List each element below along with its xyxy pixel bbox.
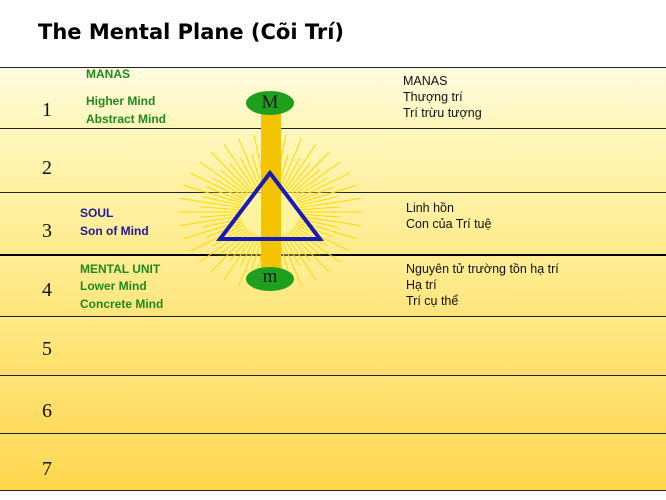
radiance-ray: [297, 186, 334, 202]
upper-oval-letter: M: [261, 92, 279, 113]
level-band-6: [0, 375, 666, 434]
radiance-ray: [295, 224, 350, 252]
label-lower-mind: Lower Mind: [80, 279, 147, 293]
radiance-ray: [190, 224, 245, 252]
vn-tri-truu-tuong: Trí trừu tượng: [403, 106, 482, 120]
level-number-5: 5: [42, 338, 52, 360]
radiance-ray: [179, 197, 241, 209]
radiance-ray: [190, 172, 245, 200]
radiance-ray: [179, 215, 241, 227]
radiance-ray: [206, 186, 243, 202]
radiance-ray: [200, 213, 241, 218]
radiance-ray: [279, 138, 302, 189]
level-number-1: 1: [42, 99, 52, 121]
level-band-5: [0, 316, 666, 376]
vn-linh-hon: Linh hồn: [406, 201, 454, 215]
radiance-ray: [299, 213, 340, 218]
radiance-ray: [199, 227, 248, 263]
radiance-ray: [212, 177, 246, 198]
radiance-ray: [200, 206, 241, 211]
label-higher-mind: Higher Mind: [86, 94, 156, 108]
label-mental-unit: MENTAL UNIT: [80, 262, 161, 276]
lower-oval-letter: m: [262, 266, 278, 287]
vn-manas: MANAS: [403, 74, 448, 88]
radiance-ray: [220, 169, 250, 195]
radiance-ray: [290, 169, 320, 195]
vertical-column: [261, 108, 281, 276]
level-number-7: 7: [42, 458, 52, 480]
radiance-ray: [238, 138, 261, 189]
radiance-ray: [288, 151, 330, 193]
radiance-ray: [284, 233, 317, 281]
radiance-ray: [299, 215, 361, 227]
radiance-ray: [294, 177, 328, 198]
soul-triangle: [215, 169, 325, 241]
upper-oval: [246, 91, 294, 115]
vn-thuong-tri: Thượng trí: [403, 90, 463, 104]
level-number-6: 6: [42, 400, 52, 422]
level-number-2: 2: [42, 157, 52, 179]
radiance-ray: [202, 196, 242, 206]
level-number-4: 4: [42, 279, 52, 301]
radiance-ray: [279, 235, 302, 286]
radiance-ray: [292, 161, 341, 197]
radiance-ray: [284, 143, 317, 191]
radiance-ray: [298, 184, 357, 204]
radiance-ray: [239, 157, 258, 190]
radiance-ray: [220, 229, 250, 255]
label-abstract-mind: Abstract Mind: [86, 112, 167, 126]
radiance-ray: [299, 197, 361, 209]
radiance-ray: [223, 233, 256, 281]
page-title: The Mental Plane (Cõi Trí): [38, 20, 345, 44]
label-son-of-mind: Son of Mind: [80, 224, 149, 238]
radiance-ray: [299, 206, 340, 211]
label-concrete-mind: Concrete Mind: [80, 297, 164, 311]
lower-oval: [246, 267, 294, 291]
radiance-ray: [282, 157, 301, 190]
radiance-ray: [229, 162, 254, 192]
radiance-ray: [290, 229, 320, 255]
radiance-ray: [223, 143, 256, 191]
radiance-ray: [238, 235, 261, 286]
radiance-ray: [251, 154, 263, 188]
level-band-1: [0, 67, 666, 129]
label-manas: MANAS: [86, 67, 130, 81]
radiance-ray: [298, 196, 338, 206]
level-number-3: 3: [42, 220, 52, 242]
vn-con-cua-tri-tue: Con của Trí tuệ: [406, 217, 492, 231]
radiance-ray: [294, 226, 328, 247]
vn-ha-tri: Hạ trí: [406, 278, 437, 292]
label-soul: SOUL: [80, 206, 114, 220]
vn-nguyen-tu: Nguyên tử trường tồn hạ trí: [406, 262, 559, 276]
radiance-ray: [199, 161, 248, 197]
radiance-ray: [292, 227, 341, 263]
radiance-ray: [183, 184, 242, 204]
vn-tri-cu-the: Trí cụ thể: [406, 294, 459, 308]
radiance-ray: [210, 151, 252, 193]
level-band-7: [0, 433, 666, 491]
radiance-ray: [295, 172, 350, 200]
radiance-ray: [286, 162, 311, 192]
radiance-ray: [251, 236, 263, 270]
radiance-ray: [212, 226, 246, 247]
